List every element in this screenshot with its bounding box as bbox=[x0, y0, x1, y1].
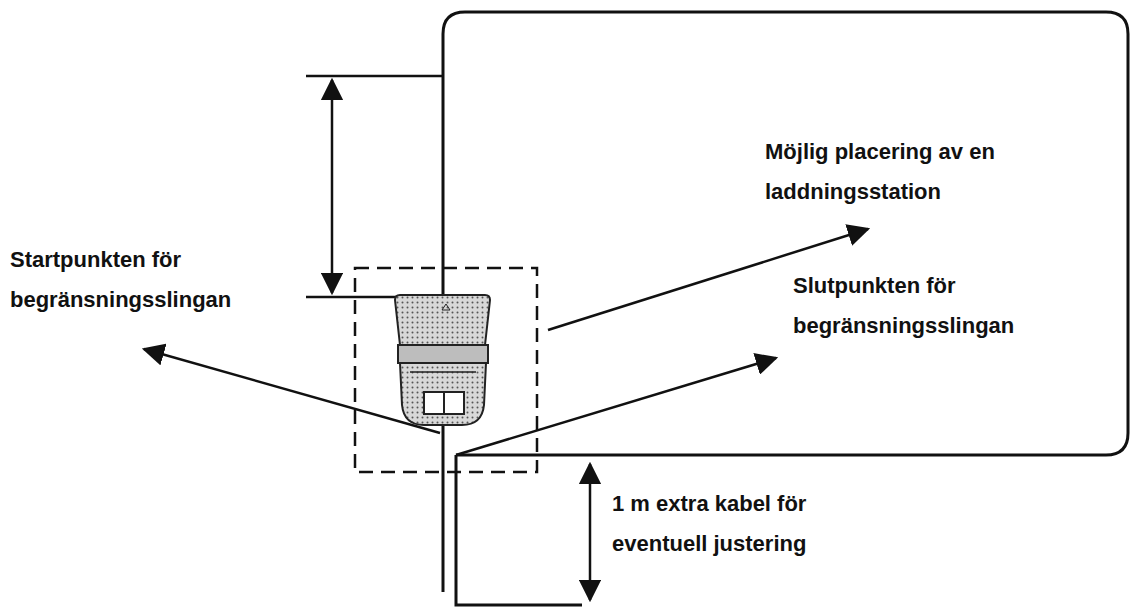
placement-area bbox=[355, 268, 537, 472]
callout-label: Slutpunkten för begränsningsslingan bbox=[793, 266, 1053, 346]
callout-label: Startpunkten för begränsningsslingan bbox=[10, 240, 270, 320]
callout-label: 1 m extra kabel för eventuell justering bbox=[612, 484, 857, 564]
callout-label: Möjlig placering av en laddningsstation bbox=[765, 132, 1065, 212]
leader-arrow bbox=[144, 349, 440, 433]
charging-station bbox=[395, 295, 490, 425]
leader-arrow bbox=[456, 358, 776, 455]
cable-end bbox=[456, 455, 582, 605]
lawn-boundary bbox=[443, 12, 1128, 455]
dimension-arrow bbox=[331, 80, 334, 293]
dimension-arrow bbox=[589, 464, 592, 600]
dimension-line bbox=[306, 75, 443, 78]
cable-start bbox=[442, 425, 445, 592]
